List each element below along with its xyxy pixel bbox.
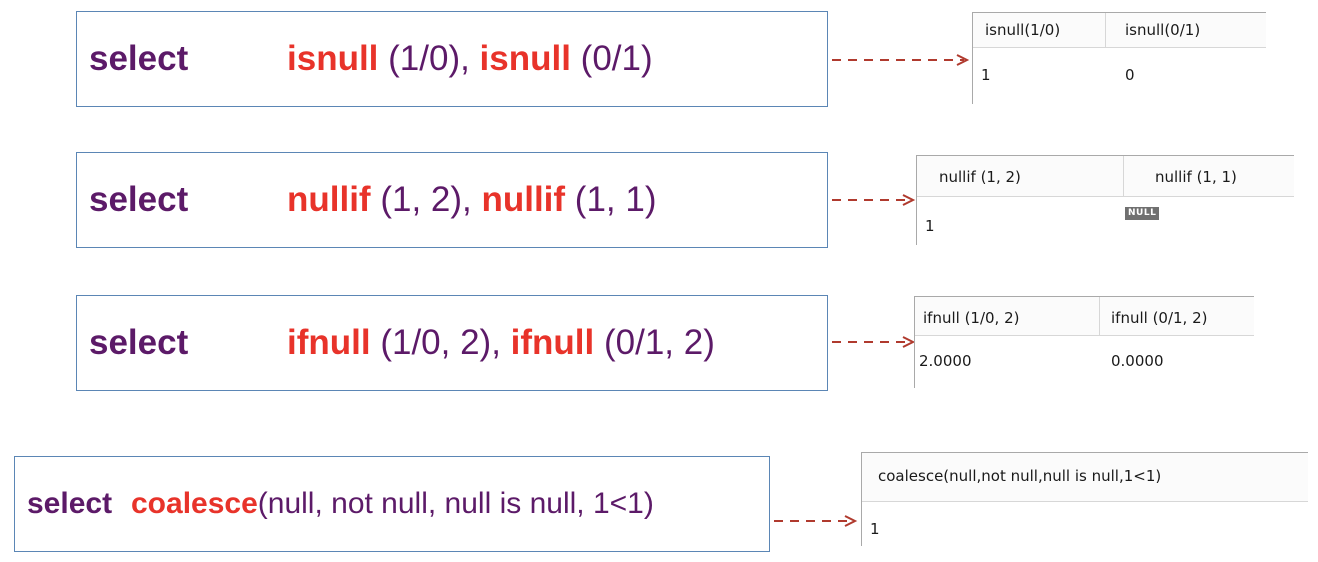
query-box-coalesce: select coalesce(null, not null, null is … (14, 456, 770, 552)
function-name-coalesce: coalesce (131, 487, 258, 520)
result-cell: 0.0000 (1111, 352, 1164, 370)
result-header-row: ifnull (1/0, 2) ifnull (0/1, 2) (915, 296, 1254, 336)
function-args: (0/1) (570, 39, 653, 78)
null-badge: NULL (1125, 207, 1160, 220)
query-box-ifnull: select ifnull (1/0, 2), ifnull (0/1, 2) (76, 295, 828, 391)
column-header: nullif (1, 1) (1155, 168, 1237, 186)
function-name-ifnull-1: ifnull (287, 323, 371, 362)
function-args: (null, not null, null is null, 1<1) (257, 487, 654, 520)
result-grid-coalesce: coalesce(null,not null,null is null,1<1)… (861, 452, 1308, 546)
select-keyword: select (89, 180, 189, 219)
result-cell: 1 (925, 217, 935, 235)
column-header: ifnull (1/0, 2) (923, 309, 1020, 327)
column-header: isnull(0/1) (1125, 21, 1201, 39)
result-header-row: nullif (1, 2) nullif (1, 1) (917, 155, 1294, 197)
function-args: (1/0), (378, 39, 480, 78)
result-grid-nullif: nullif (1, 2) nullif (1, 1) 1 NULL (916, 155, 1294, 245)
select-keyword: select (89, 39, 189, 78)
dashed-arrow-4 (774, 515, 858, 527)
column-header: ifnull (0/1, 2) (1111, 309, 1208, 327)
column-header: isnull(1/0) (985, 21, 1061, 39)
function-name-isnull-1: isnull (287, 39, 379, 78)
function-args: (1/0, 2), (370, 323, 511, 362)
result-grid-isnull: isnull(1/0) isnull(0/1) 1 0 (972, 12, 1266, 104)
dashed-arrow-2 (832, 194, 916, 206)
function-args: (1, 2), (370, 180, 482, 219)
result-cell: 2.0000 (919, 352, 972, 370)
result-header-row: coalesce(null,not null,null is null,1<1) (862, 452, 1308, 502)
result-grid-ifnull: ifnull (1/0, 2) ifnull (0/1, 2) 2.0000 0… (914, 296, 1254, 388)
result-cell: 1 (981, 66, 991, 84)
query-box-isnull: select isnull (1/0), isnull (0/1) (76, 11, 828, 107)
column-divider (1123, 156, 1124, 196)
dashed-arrow-1 (832, 54, 970, 66)
select-keyword: select (89, 323, 189, 362)
result-cell: 0 (1125, 66, 1135, 84)
column-divider (1105, 13, 1106, 47)
result-cell: 1 (870, 520, 880, 538)
column-header: nullif (1, 2) (939, 168, 1021, 186)
function-name-ifnull-2: ifnull (510, 323, 595, 362)
column-divider (1099, 297, 1100, 335)
select-keyword: select (27, 487, 113, 520)
function-args: (0/1, 2) (594, 323, 715, 362)
result-header-row: isnull(1/0) isnull(0/1) (973, 12, 1266, 48)
dashed-arrow-3 (832, 336, 916, 348)
function-name-isnull-2: isnull (479, 39, 571, 78)
column-header: coalesce(null,not null,null is null,1<1) (878, 467, 1162, 485)
function-args: (1, 1) (565, 180, 657, 219)
function-name-nullif-1: nullif (287, 180, 371, 219)
query-box-nullif: select nullif (1, 2), nullif (1, 1) (76, 152, 828, 248)
function-name-nullif-2: nullif (481, 180, 566, 219)
